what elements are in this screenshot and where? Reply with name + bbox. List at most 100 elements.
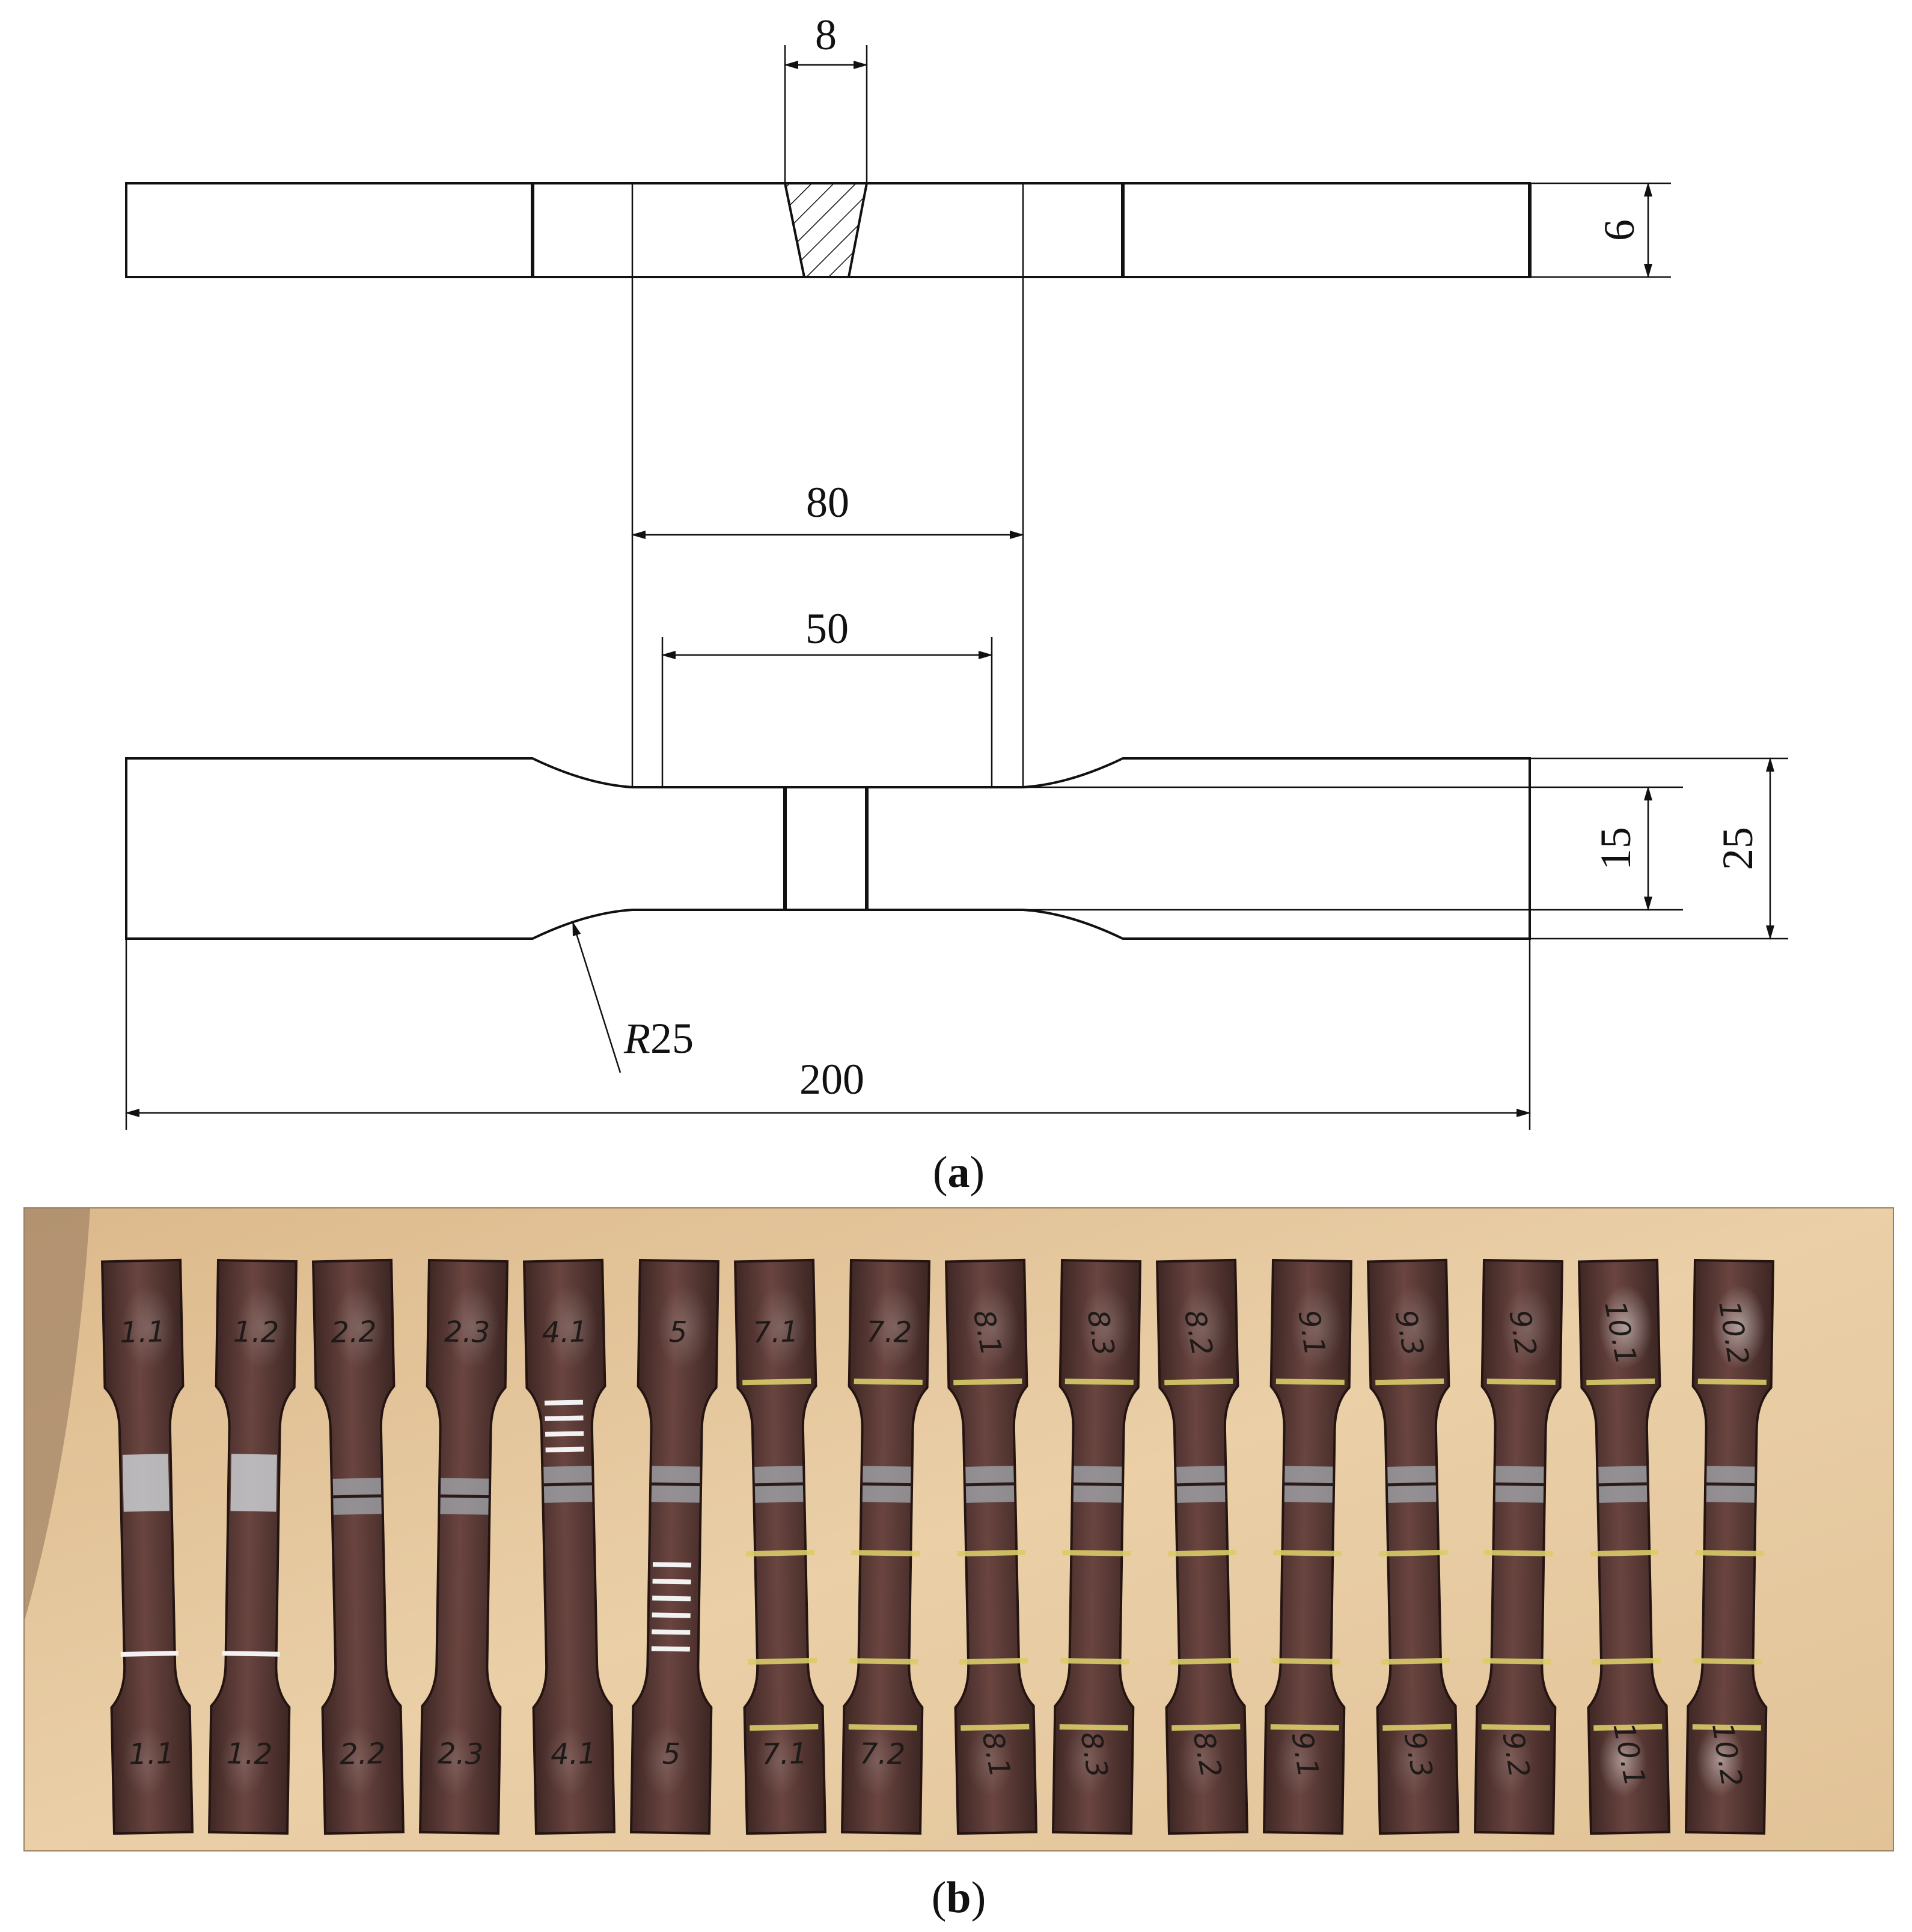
specimen-label-top: 1.2: [233, 1315, 279, 1349]
specimen-sheen: [1176, 1725, 1225, 1797]
specimen-body: [1367, 1258, 1459, 1835]
weld-fracture-line: [753, 1482, 804, 1487]
specimen-body: [208, 1259, 298, 1835]
specimen-label-top: 7.1: [753, 1315, 799, 1350]
specimen: 1.2 1.2: [208, 1259, 298, 1835]
caption-b-open: (: [932, 1873, 947, 1922]
chalk-mark: [1271, 1658, 1340, 1665]
specimen-label-top: 9.1: [1291, 1308, 1331, 1358]
chalk-mark: [1381, 1657, 1450, 1665]
specimen-label-bottom: 4.1: [550, 1737, 596, 1772]
specimen-sheen: [543, 1725, 592, 1797]
specimen: 10.110.1: [1578, 1258, 1670, 1835]
caption-b-letter: b: [946, 1873, 971, 1922]
specimen-body: [1263, 1259, 1352, 1835]
weld-fracture-line: [542, 1482, 593, 1487]
dim-label-total-length: 200: [799, 1055, 864, 1103]
specimen-sheen: [1063, 1724, 1111, 1797]
chalk-mark: [1062, 1550, 1131, 1556]
specimen-sheen: [1387, 1725, 1436, 1797]
specimen-label-top: 7.2: [866, 1315, 912, 1349]
chalk-mark: [854, 1379, 923, 1385]
specimen: 7.17.1: [734, 1258, 826, 1835]
specimen-sheen: [1712, 1285, 1767, 1370]
specimen-body: [419, 1259, 509, 1835]
specimen-sheen: [965, 1725, 1014, 1797]
fillet-radius-value: 25: [650, 1014, 694, 1062]
dim-label-groove-width: 8: [815, 11, 837, 59]
weld-fracture-line: [332, 1494, 383, 1499]
specimen-sheen: [121, 1725, 170, 1797]
specimen-label-bottom: 9.1: [1284, 1729, 1325, 1780]
chalk-mark: [652, 1629, 691, 1635]
fillet-radius-letter: R: [623, 1014, 650, 1062]
chalk-mark: [1484, 1550, 1553, 1556]
specimen-outline: [125, 757, 1531, 940]
chalk-mark: [544, 1400, 584, 1406]
specimen-sheen: [219, 1724, 267, 1797]
chalk-mark: [1375, 1378, 1444, 1386]
chalk-mark: [1486, 1379, 1556, 1385]
specimen-sheen: [332, 1284, 387, 1369]
chalk-mark: [1382, 1723, 1452, 1731]
specimen-body: [945, 1258, 1037, 1835]
chalk-mark: [851, 1550, 920, 1556]
specimen-label-bottom: 1.1: [128, 1737, 174, 1772]
fracture-zone: [230, 1454, 277, 1512]
chalk-mark: [848, 1724, 917, 1731]
chalk-mark: [748, 1657, 817, 1665]
specimen-sheen: [235, 1285, 290, 1370]
specimen: 7.27.2: [841, 1259, 930, 1835]
chalk-mark: [1692, 1724, 1761, 1731]
chalk-mark: [849, 1658, 918, 1665]
specimen-sheen: [965, 1284, 1020, 1369]
chalk-mark: [545, 1446, 584, 1452]
specimen-sheen: [430, 1724, 478, 1797]
specimen-sheen: [1079, 1285, 1134, 1370]
specimen: 1.1 1.1: [101, 1258, 194, 1835]
panel-b-photo: 1.11.11.21.22.22.22.32.34.14.1557.17.17.…: [23, 1207, 1894, 1851]
specimen-label-top: 2.3: [444, 1315, 490, 1349]
specimen-sheen: [657, 1285, 712, 1370]
top-view: [125, 757, 1531, 940]
specimen-body: [101, 1258, 194, 1835]
specimen-body: [312, 1258, 405, 1835]
specimen-body: [1474, 1259, 1563, 1835]
weld-fracture-line: [964, 1482, 1015, 1487]
weld-fracture-line: [1175, 1482, 1226, 1487]
fillet-radius-leader: [572, 921, 622, 1073]
specimen-sheen: [852, 1724, 900, 1797]
specimen: 9.1 9.1: [1263, 1259, 1352, 1835]
specimen-label-bottom: 2.2: [339, 1737, 385, 1772]
chalk-mark: [1059, 1724, 1128, 1731]
chalk-mark: [959, 1657, 1028, 1665]
specimen-body: [1052, 1259, 1141, 1835]
specimen-label-top: 1.1: [120, 1315, 166, 1350]
chalk-mark: [1170, 1657, 1239, 1665]
weld-fracture-line: [1597, 1482, 1648, 1487]
chalk-mark: [750, 1723, 819, 1731]
chalk-mark: [1273, 1550, 1342, 1556]
specimen-body: [1578, 1258, 1670, 1835]
specimen-body: [734, 1258, 826, 1835]
weld-groove-section: [783, 182, 869, 278]
specimen-sheen: [1387, 1284, 1442, 1369]
specimen-sheen: [1501, 1285, 1556, 1370]
dim-label-thickness: 6: [1595, 219, 1643, 241]
specimen-label-top: 5: [668, 1315, 687, 1349]
chalk-mark: [1693, 1658, 1762, 1665]
specimen-sheen: [1696, 1724, 1744, 1797]
specimen-label-bottom: 1.2: [226, 1737, 272, 1771]
chalk-mark: [1481, 1724, 1550, 1731]
chalk-mark: [1586, 1378, 1655, 1386]
specimen-sheen: [1176, 1284, 1231, 1369]
chalk-mark: [652, 1562, 692, 1568]
caption-a-letter: a: [948, 1148, 970, 1197]
specimen-sheen: [1598, 1284, 1653, 1369]
specimen-label-top: 2.2: [331, 1315, 377, 1350]
specimen-label-bottom: 8.3: [1074, 1729, 1114, 1780]
chalk-mark: [545, 1431, 584, 1437]
chalk-mark: [545, 1415, 584, 1421]
caption-b-close: ): [971, 1873, 986, 1922]
